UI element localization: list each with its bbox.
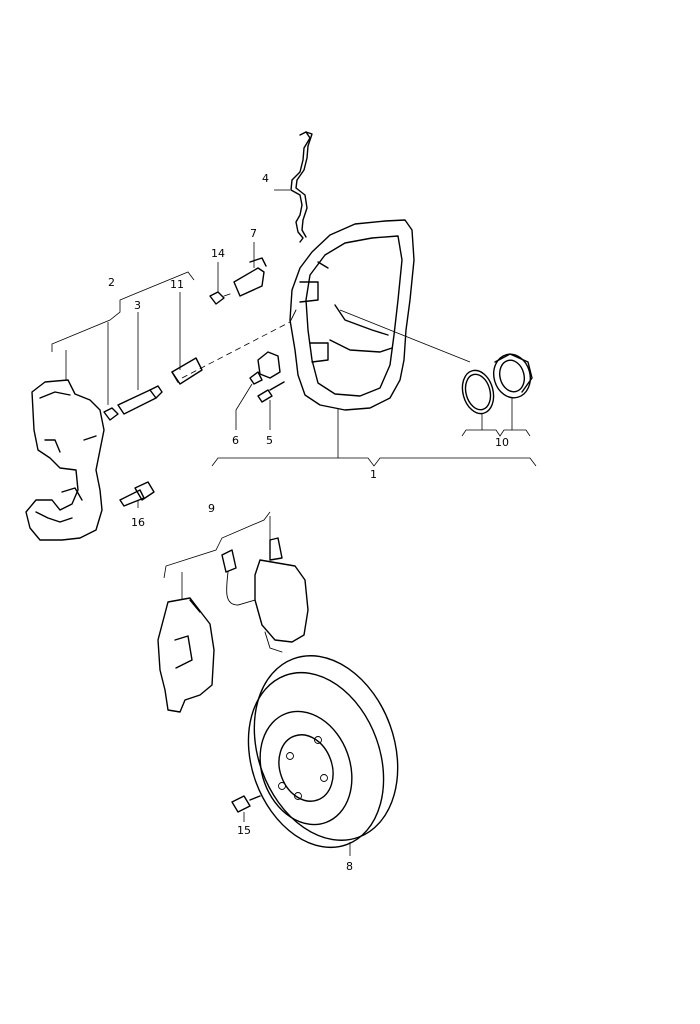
callout-10: 10 [495,436,509,449]
callout-5: 5 [266,434,273,447]
caliper-carrier-part [25,379,105,541]
wear-sensor-clip-part [233,257,267,297]
callout-6: 6 [232,434,239,447]
callout-9: 9 [208,502,215,515]
bleed-screw-part [257,381,285,403]
callout-2: 2 [108,276,115,289]
brake-pad-inner-part [157,597,215,713]
callout-11: 11 [170,278,184,291]
brake-disc-part [247,655,399,849]
callout-4: 4 [262,172,269,185]
caliper-housing-part [289,219,415,411]
disc-screw-part [231,795,261,813]
small-bolt-part [209,291,231,305]
callout-labels: 4 7 14 2 3 11 6 5 1 10 16 9 15 8 [108,172,509,873]
guide-pin-part [103,385,163,421]
callout-3: 3 [134,299,141,312]
wear-sensor-wire-part [221,549,256,606]
dust-boot-part [493,353,533,399]
bracket-part [249,351,281,385]
leader-lines [51,189,537,856]
callout-8: 8 [346,860,353,873]
callout-15: 15 [237,824,251,837]
caliper-bolt-part [119,481,155,507]
piston-seal-ring-part [461,369,495,415]
callout-16: 16 [131,516,145,529]
callout-7: 7 [250,227,257,240]
brake-pad-outer-part [254,537,309,653]
guide-pin-boot-part [171,357,203,385]
callout-1: 1 [370,468,377,481]
callout-14: 14 [211,247,225,260]
spring-clip-part [290,131,313,243]
